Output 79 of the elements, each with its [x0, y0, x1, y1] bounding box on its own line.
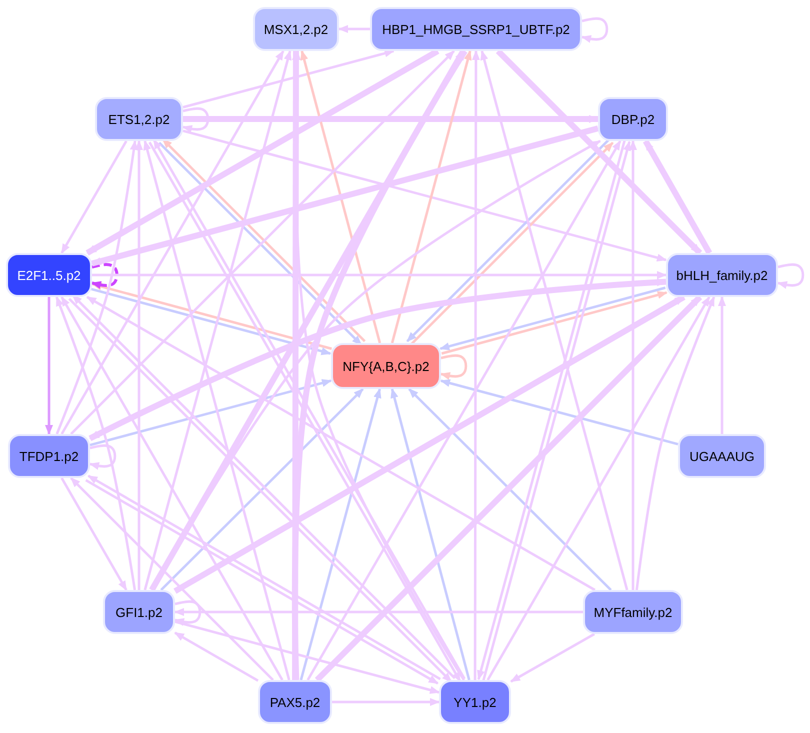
arrow: [480, 50, 628, 590]
arrow: [55, 296, 136, 590]
arrow: [56, 140, 138, 434]
arrow: [390, 388, 470, 680]
arrow: [89, 444, 116, 470]
node-box: [258, 680, 332, 724]
node-label: HBP1_HMGB_SSRP1_UBTF.p2: [382, 22, 570, 36]
arrow: [581, 17, 608, 43]
arrow: [496, 48, 702, 256]
node-box: [598, 97, 668, 141]
arrow: [60, 140, 128, 254]
node-label: PAX5.p2: [270, 694, 320, 710]
arrow: [91, 125, 599, 266]
node-box: [253, 7, 339, 51]
arrow: [440, 354, 468, 380]
arrow: [472, 50, 480, 680]
arrow: [182, 107, 210, 133]
arrow: [292, 50, 300, 680]
node-box: [103, 590, 175, 634]
arrow: [306, 140, 622, 681]
arrow: [629, 140, 637, 590]
node-label: MYFfamily.p2: [594, 604, 672, 620]
arrow: [152, 140, 602, 591]
arrow: [300, 388, 382, 680]
node-box: [439, 680, 511, 724]
arrow: [90, 379, 332, 446]
arrow: [86, 48, 440, 256]
arrow: [182, 49, 395, 108]
arrow: [642, 140, 712, 254]
node-box: [8, 434, 90, 478]
arrow: [174, 294, 686, 594]
node-label: UGAAAUG: [689, 448, 754, 464]
node-label: YY1.p2: [454, 694, 496, 710]
node-box: [331, 343, 441, 389]
arrow: [440, 379, 678, 446]
arrow: [635, 296, 716, 590]
arrow: [182, 130, 667, 262]
arrow: [91, 263, 118, 289]
arrow: [338, 25, 370, 33]
node-label: DBP.p2: [611, 112, 655, 126]
node-box: [6, 253, 92, 297]
arrow: [332, 698, 440, 706]
node-label: TFDP1.p2: [19, 448, 79, 464]
arrow: [174, 600, 202, 626]
node-box: [583, 590, 683, 634]
node-label: NFY{A,B,C}.p2: [342, 358, 430, 374]
arrow: [60, 50, 284, 435]
arrow: [174, 608, 583, 616]
arrow: [390, 50, 472, 344]
arrow: [143, 140, 290, 680]
arrow: [183, 115, 599, 123]
node-label: MSX1,2.p2: [264, 22, 328, 36]
arrow: [300, 50, 382, 344]
node-label: E2F1..5.p2: [17, 268, 81, 282]
arrow: [45, 297, 53, 435]
node-label: GFI1.p2: [116, 604, 162, 620]
node-label: ETS1,2.p2: [108, 112, 170, 126]
arrow: [70, 50, 455, 435]
arrow: [135, 140, 143, 590]
node-box: [95, 97, 183, 141]
arrow: [60, 477, 128, 591]
arrow: [174, 632, 259, 682]
arrow: [144, 50, 292, 590]
arrow: [92, 271, 667, 279]
arrow: [408, 388, 612, 591]
arrow: [70, 477, 274, 681]
arrow: [510, 632, 595, 683]
arrow: [718, 296, 726, 434]
arrow: [314, 294, 702, 682]
arrow: [86, 296, 596, 592]
node-box: [678, 434, 766, 478]
node-box: [370, 7, 582, 51]
node-label: bHLH_family.p2: [676, 268, 768, 282]
arrow: [486, 296, 710, 681]
arrow: [160, 388, 364, 591]
arrow: [174, 620, 440, 694]
arrow: [777, 263, 804, 289]
arrow: [60, 296, 284, 681]
node-box: [666, 253, 778, 297]
